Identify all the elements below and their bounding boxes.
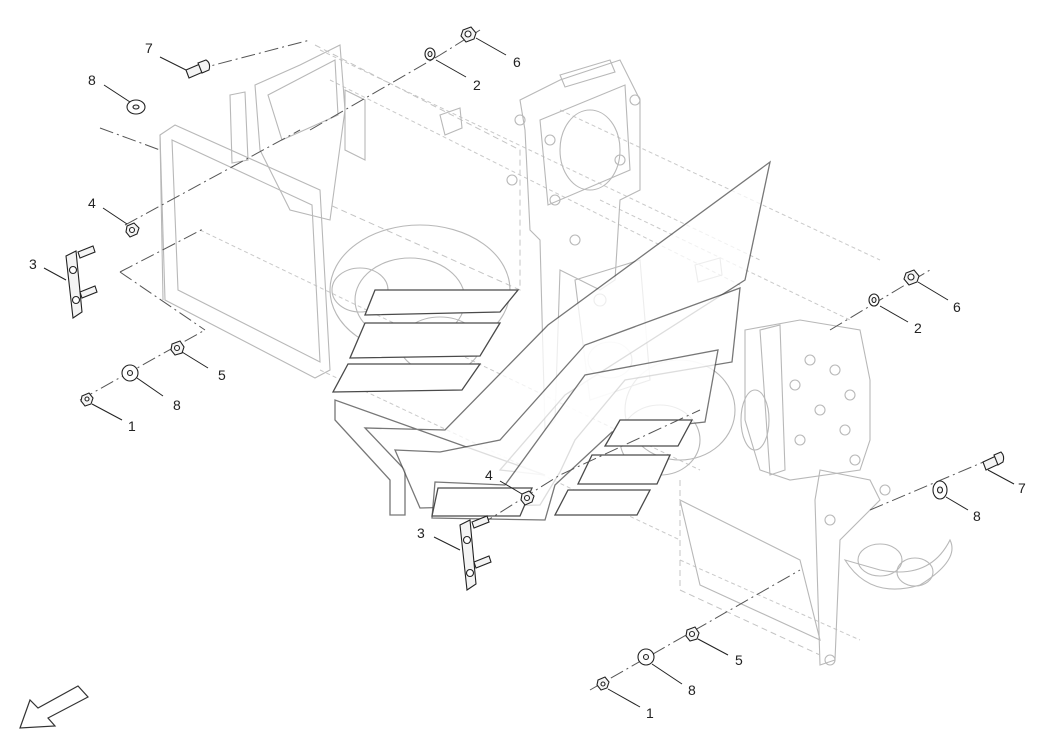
callout-5: 5: [218, 367, 226, 383]
washer-icon: [637, 648, 655, 666]
watermark-logo-icon: [331, 160, 771, 521]
nut-icon: [125, 222, 140, 238]
stud-plate-icon: [65, 245, 98, 319]
nut-icon: [520, 490, 535, 506]
callout-labels: 7 8 2 6 4 3 5 8 1 6 2 4 3 7 8 5 8 1: [29, 40, 1026, 721]
nut-icon: [596, 676, 610, 691]
bolt-icon: [982, 451, 1005, 471]
callout-6: 6: [513, 54, 521, 70]
washer-icon: [126, 99, 146, 115]
washer-icon: [932, 480, 948, 500]
callout-8: 8: [973, 508, 981, 524]
callout-6: 6: [953, 299, 961, 315]
callout-3: 3: [417, 525, 425, 541]
callout-4: 4: [485, 467, 493, 483]
nut-icon: [903, 269, 920, 286]
callout-1: 1: [128, 418, 136, 434]
callout-5: 5: [735, 652, 743, 668]
nut-icon: [170, 340, 185, 356]
nut-icon: [80, 392, 94, 407]
bolt-icon: [185, 59, 211, 79]
callout-8: 8: [173, 397, 181, 413]
leader-lines: [43, 37, 1015, 708]
washer-icon: [121, 364, 139, 382]
callout-4: 4: [88, 195, 96, 211]
stud-plate-icon: [459, 515, 492, 591]
front-direction-arrow-icon: [19, 685, 89, 729]
nut-icon: [685, 626, 700, 642]
callout-1: 1: [646, 705, 654, 721]
callout-2: 2: [914, 320, 922, 336]
callout-7: 7: [145, 40, 153, 56]
callout-8: 8: [88, 72, 96, 88]
washer-icon: [868, 293, 880, 307]
callout-8: 8: [688, 682, 696, 698]
callout-7: 7: [1018, 480, 1026, 496]
callout-2: 2: [473, 77, 481, 93]
callout-3: 3: [29, 256, 37, 272]
nut-icon: [460, 26, 477, 43]
washer-icon: [424, 47, 436, 61]
